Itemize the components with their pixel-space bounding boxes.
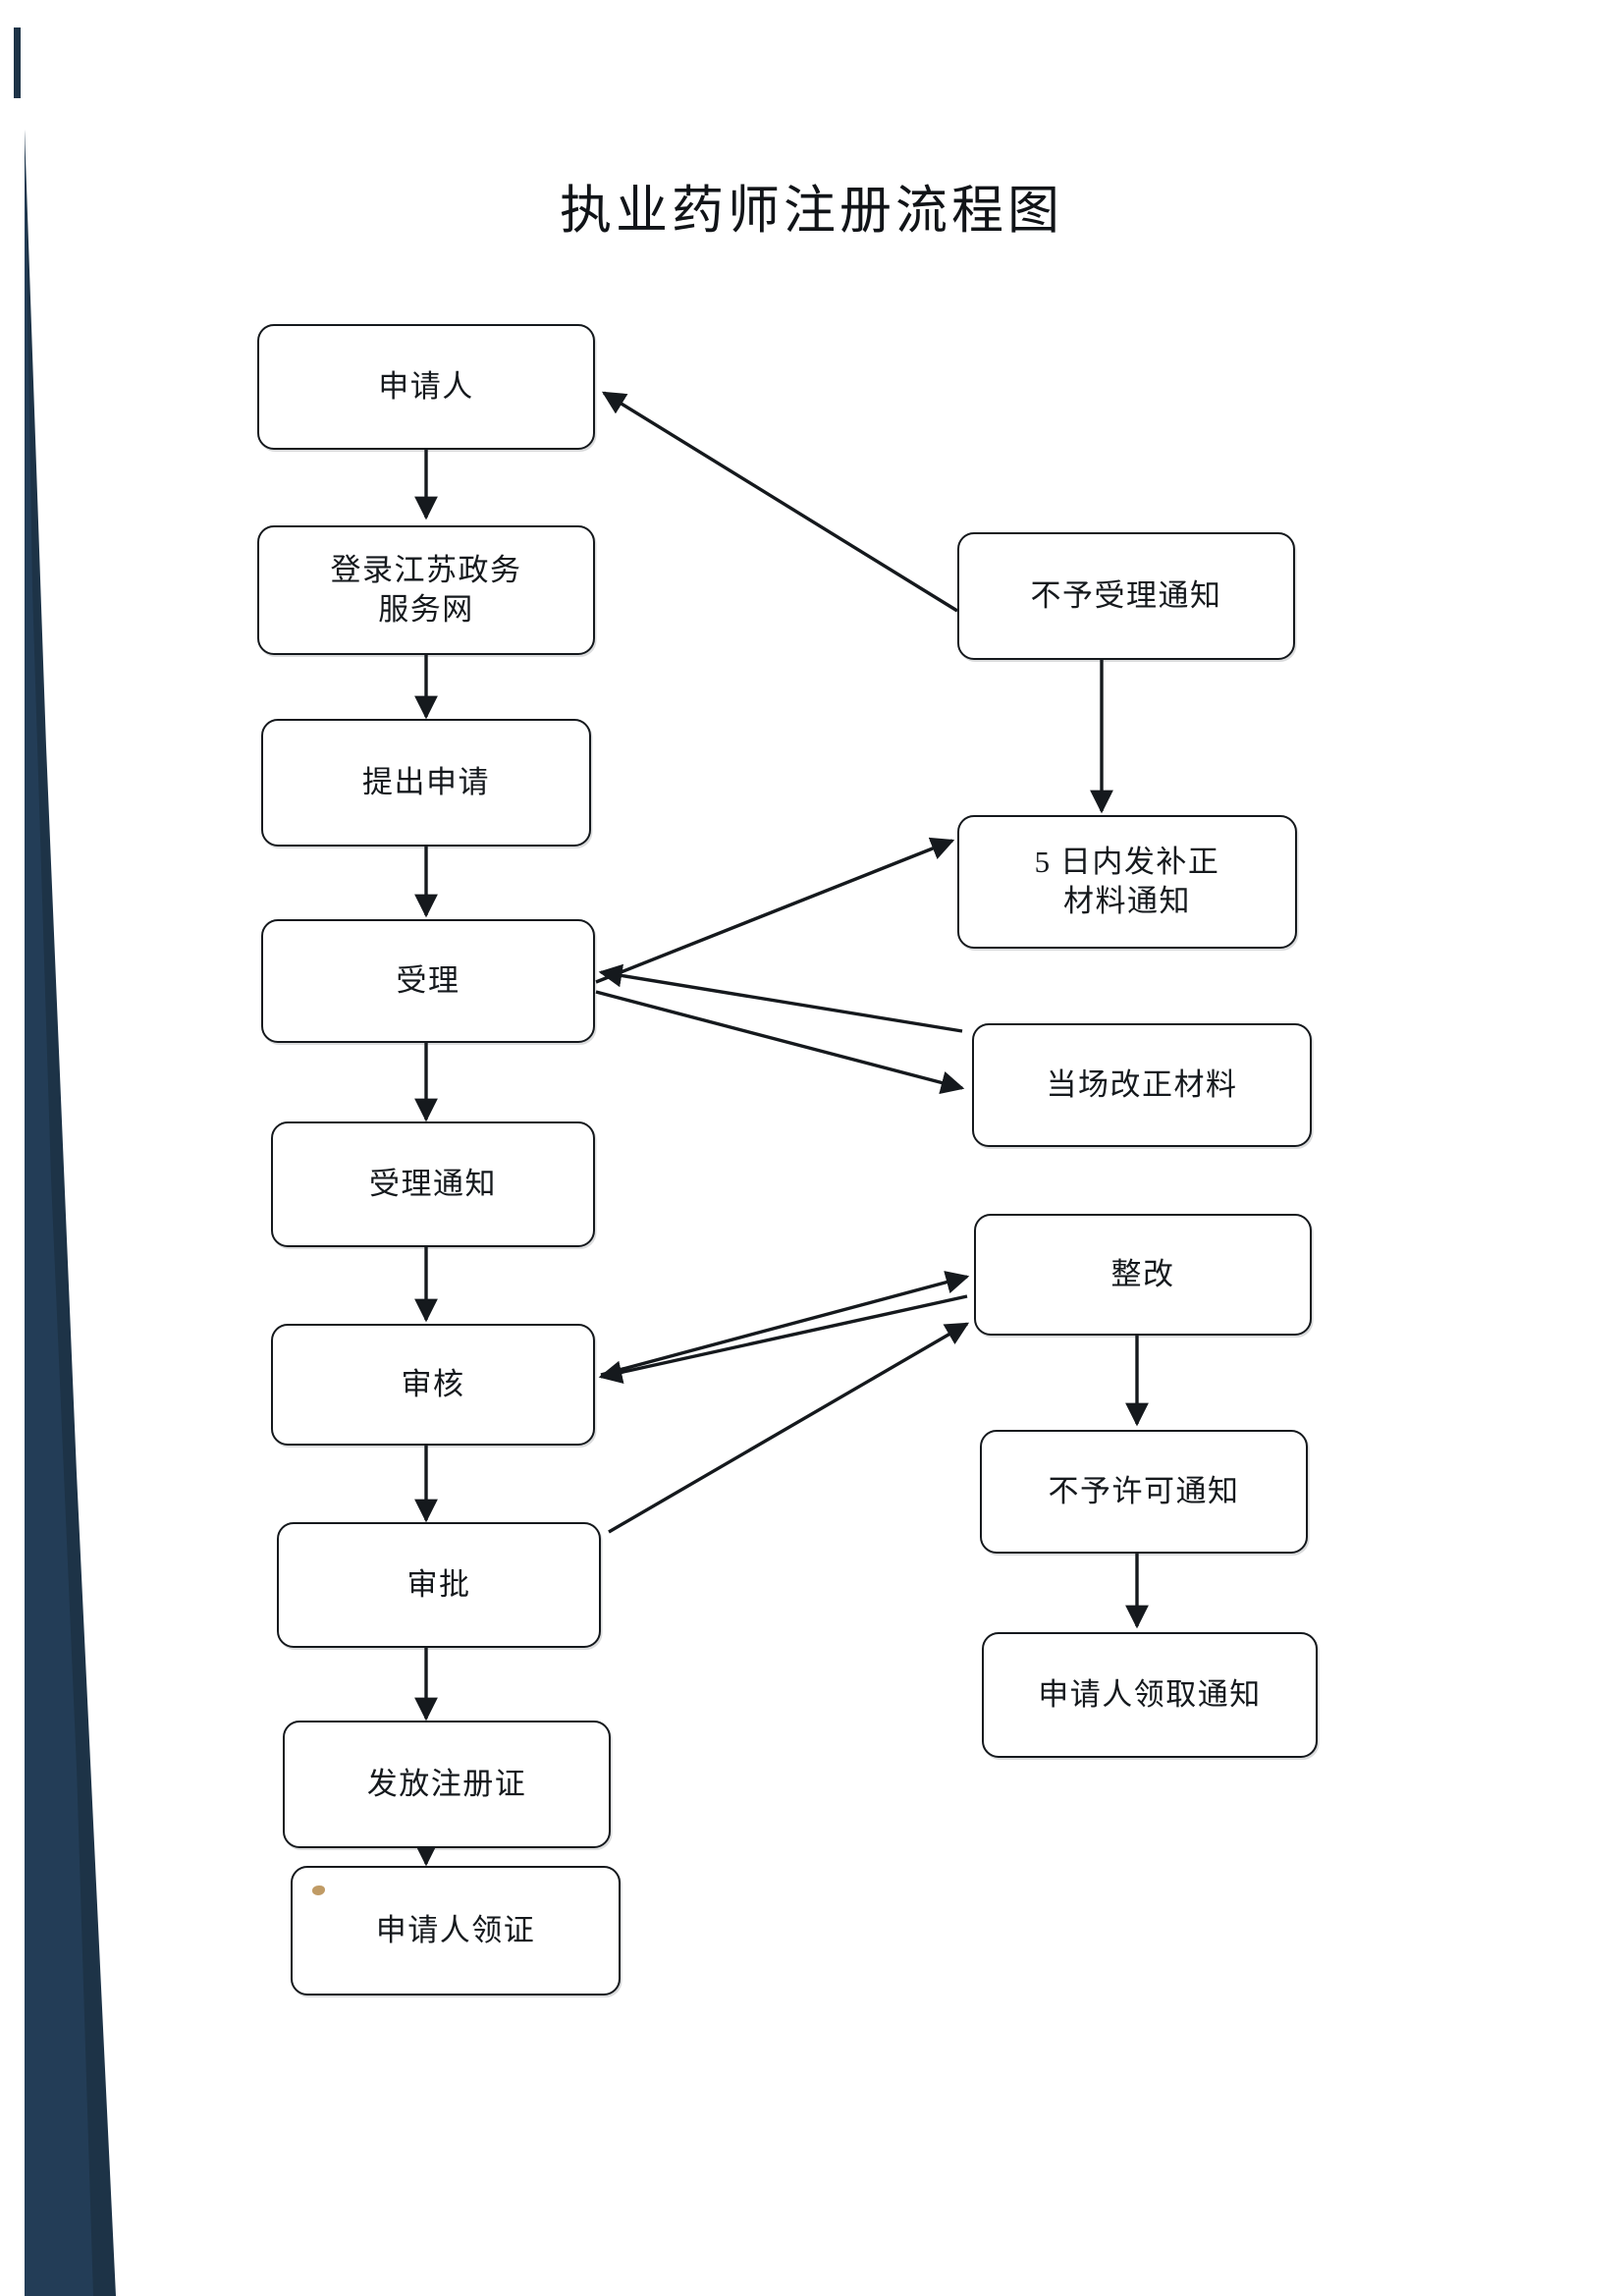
- scan-edge-nick: [14, 27, 21, 98]
- node-label: 审核: [401, 1366, 465, 1401]
- node-label: 受理通知: [369, 1166, 497, 1201]
- scan-edge-artifact: [25, 130, 116, 2296]
- node-onsite-correct-materials[interactable]: 当场改正材料: [972, 1023, 1312, 1147]
- node-applicant-collect-certificate[interactable]: 申请人领证: [291, 1866, 621, 1995]
- node-login-portal[interactable]: 登录江苏政务 服务网: [257, 525, 595, 655]
- page-title: 执业药师注册流程图: [560, 183, 1063, 240]
- node-applicant[interactable]: 申请人: [257, 324, 595, 450]
- node-rejection-notice[interactable]: 不予受理通知: [957, 532, 1295, 660]
- node-label: 发放注册证: [366, 1766, 527, 1801]
- node-issue-certificate[interactable]: 发放注册证: [283, 1721, 611, 1848]
- node-acceptance-notice[interactable]: 受理通知: [271, 1121, 595, 1247]
- node-label: 提出申请: [362, 764, 490, 799]
- node-label: 不予受理通知: [1030, 577, 1222, 613]
- node-acceptance[interactable]: 受理: [261, 919, 595, 1043]
- node-label: 登录江苏政务 服务网: [330, 552, 522, 627]
- node-label: 当场改正材料: [1046, 1066, 1238, 1102]
- node-label: 5 日内发补正 材料通知: [1034, 844, 1220, 918]
- node-review[interactable]: 审核: [271, 1324, 595, 1446]
- node-label: 整改: [1110, 1256, 1175, 1291]
- node-supplement-materials-notice[interactable]: 5 日内发补正 材料通知: [957, 815, 1297, 949]
- node-label: 不予许可通知: [1048, 1473, 1240, 1508]
- node-no-permit-notice[interactable]: 不予许可通知: [980, 1430, 1308, 1554]
- node-rectification[interactable]: 整改: [974, 1214, 1312, 1336]
- node-label: 审批: [406, 1566, 471, 1602]
- node-label: 受理: [396, 962, 460, 998]
- node-applicant-collect-notice[interactable]: 申请人领取通知: [982, 1632, 1318, 1758]
- node-label: 申请人: [378, 368, 474, 404]
- node-label: 申请人领证: [375, 1912, 536, 1947]
- node-label: 申请人领取通知: [1038, 1676, 1262, 1712]
- node-submit-application[interactable]: 提出申请: [261, 719, 591, 847]
- node-approval[interactable]: 审批: [277, 1522, 601, 1648]
